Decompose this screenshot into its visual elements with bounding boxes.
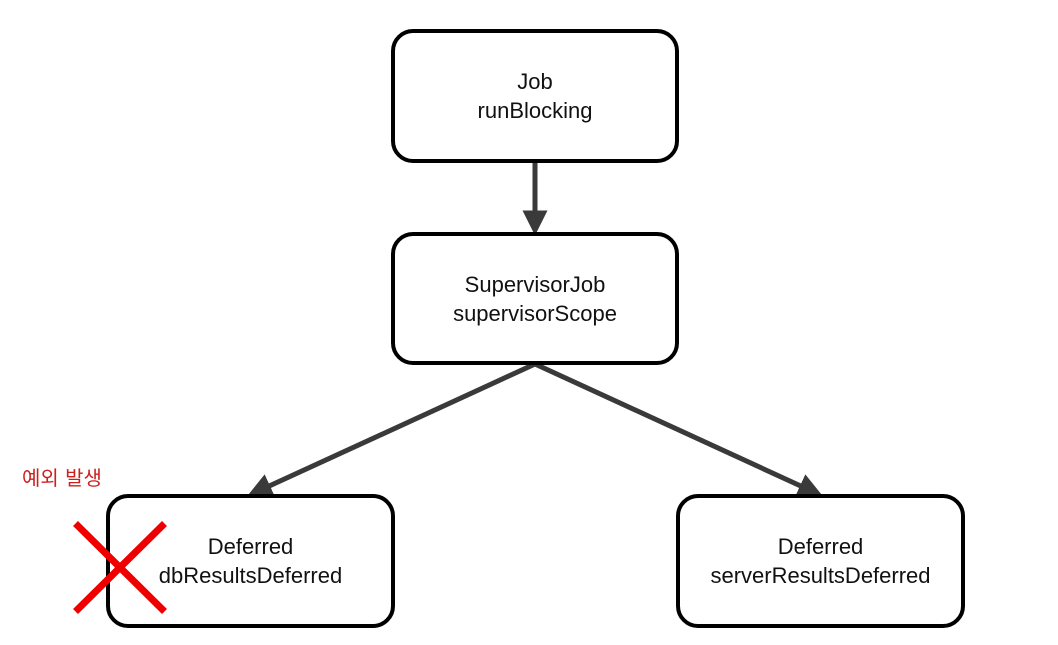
- node-job-runblocking: Job runBlocking: [391, 29, 679, 163]
- node-name-label: dbResultsDeferred: [158, 563, 343, 588]
- node-type-label: Deferred: [207, 534, 294, 559]
- edge-supervisor-to-server: [533, 361, 823, 498]
- node-name-label: runBlocking: [477, 98, 593, 123]
- node-type-label: Job: [517, 69, 553, 94]
- cross-icon: [73, 521, 167, 614]
- node-deferred-serverresults: Deferred serverResultsDeferred: [676, 494, 965, 628]
- node-supervisorjob-supervisorscope: SupervisorJob supervisorScope: [391, 232, 679, 365]
- error-label: 예외 발생: [22, 466, 102, 490]
- node-name-label: supervisorScope: [453, 300, 617, 326]
- edge-supervisor-to-db: [247, 361, 537, 498]
- node-name-label: serverResultsDeferred: [710, 563, 931, 588]
- node-type-label: Deferred: [777, 534, 864, 559]
- node-type-label: SupervisorJob: [464, 271, 606, 297]
